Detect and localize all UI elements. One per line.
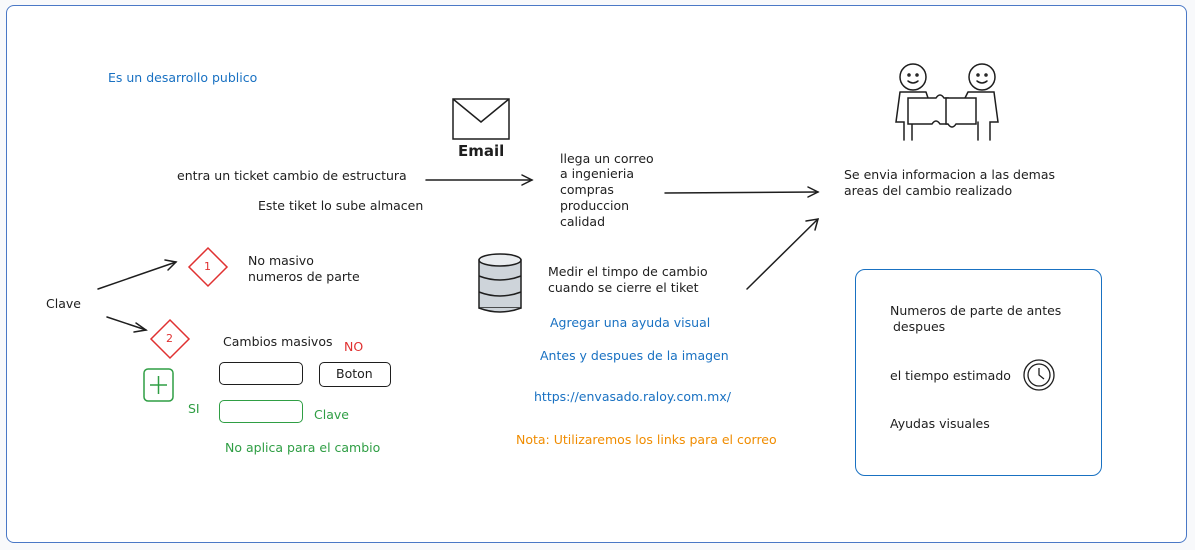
- option1-line-1: No masivo: [248, 253, 314, 268]
- arrow-clave-to-option1: [97, 259, 178, 290]
- info-box: [855, 269, 1102, 476]
- database-icon: [478, 253, 522, 313]
- info-line-2: el tiempo estimado: [890, 368, 1011, 383]
- boton-label: Boton: [336, 366, 373, 381]
- option2-title: Cambios masivos: [223, 334, 333, 349]
- url-link[interactable]: https://envasado.raloy.com.mx/: [534, 389, 731, 404]
- badge-2-diamond: [149, 318, 191, 360]
- arrow-recipients-to-info: [664, 186, 820, 198]
- option1-line-2: numeros de parte: [248, 269, 360, 284]
- header-note: Es un desarrollo publico: [108, 70, 258, 85]
- recipient-2: compras: [560, 182, 614, 197]
- ticket-sub: Este tiket lo sube almacen: [258, 198, 424, 213]
- no-aplica-text: No aplica para el cambio: [225, 440, 381, 455]
- add-icon: [143, 368, 174, 402]
- clave-input-box[interactable]: [219, 400, 303, 423]
- recipient-3: produccion: [560, 198, 630, 213]
- send-info-line-2: areas del cambio realizado: [844, 183, 1013, 198]
- boton-button[interactable]: Boton: [319, 362, 391, 387]
- option2-input-box[interactable]: [219, 362, 303, 385]
- canvas-frame: [6, 5, 1187, 543]
- recipient-0: llega un correo: [560, 151, 654, 166]
- before-after-text: Antes y despues de la imagen: [540, 348, 729, 363]
- recipient-1: a ingenieria: [560, 166, 635, 181]
- badge-1-number: 1: [204, 260, 211, 273]
- email-icon: [452, 98, 510, 140]
- clave-label: Clave: [46, 296, 81, 311]
- option2-clave-label: Clave: [314, 407, 349, 422]
- info-line-3: Ayudas visuales: [890, 416, 990, 431]
- send-info-line-1: Se envia informacion a las demas: [844, 167, 1056, 182]
- clock-icon: [1023, 359, 1055, 391]
- measure-line-1: Medir el timpo de cambio: [548, 264, 708, 279]
- email-label: Email: [458, 142, 505, 160]
- option2-no-label: NO: [344, 339, 364, 354]
- measure-line-2: cuando se cierre el tiket: [548, 280, 699, 295]
- arrow-ticket-to-email: [425, 174, 534, 186]
- si-label: SI: [188, 401, 200, 416]
- ticket-line: entra un ticket cambio de estructura: [177, 168, 407, 183]
- info-line-1a: Numeros de parte de antes: [890, 303, 1062, 318]
- recipient-4: calidad: [560, 214, 606, 229]
- note-text: Nota: Utilizaremos los links para el cor…: [516, 432, 777, 447]
- collaboration-illustration: [895, 63, 999, 141]
- badge-2-number: 2: [166, 332, 173, 345]
- badge-1-diamond: [187, 246, 229, 288]
- arrow-measure-to-info: [746, 218, 820, 290]
- visual-help-text: Agregar una ayuda visual: [550, 315, 711, 330]
- arrow-clave-to-option2: [106, 316, 148, 333]
- info-line-1b: despues: [893, 319, 946, 334]
